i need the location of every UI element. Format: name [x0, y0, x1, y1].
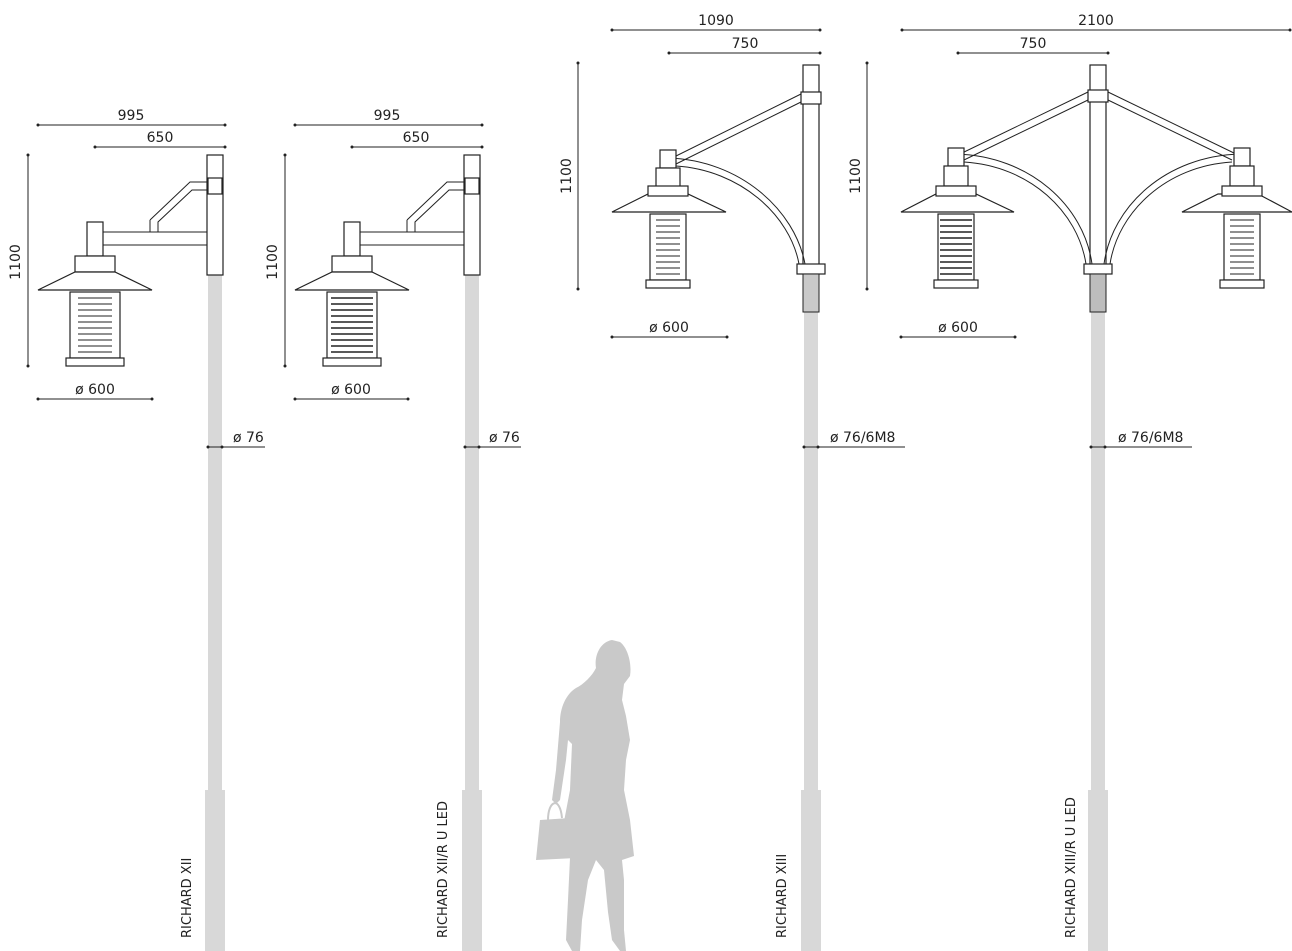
dimension-lines — [283, 123, 521, 449]
product-name: RICHARD XIII — [775, 854, 790, 938]
pole-diameter-label: ø 76/6M8 — [1118, 430, 1183, 446]
pole-diameter-label: ø 76 — [489, 430, 520, 446]
arm-reach-label: 650 — [147, 130, 174, 146]
lantern — [611, 149, 727, 289]
pole-diameter-label: ø 76/6M8 — [830, 430, 895, 446]
pole — [208, 275, 222, 951]
diameter-label: ø 600 — [331, 382, 371, 398]
diameter-label: ø 600 — [649, 320, 689, 336]
lantern — [294, 221, 410, 367]
product-richard-xii: 995 650 1100 ø 600 ø 76 RICHARD XII — [8, 108, 265, 951]
lantern — [37, 221, 153, 367]
pole-base — [1088, 790, 1108, 951]
lantern-right — [1181, 147, 1292, 289]
dimension-lines — [26, 123, 265, 449]
overall-width-label: 2100 — [1078, 13, 1114, 29]
pole — [465, 275, 479, 951]
product-name: RICHARD XIII/R U LED — [1064, 797, 1079, 938]
pole-diameter-label: ø 76 — [233, 430, 264, 446]
height-label: 1100 — [265, 244, 281, 280]
lamp-arm — [667, 93, 806, 265]
pole-head — [206, 154, 224, 276]
arm-reach-label: 650 — [403, 130, 430, 146]
overall-width-label: 995 — [374, 108, 401, 124]
product-name: RICHARD XII — [180, 858, 195, 938]
overall-width-label: 995 — [118, 108, 145, 124]
height-label: 1100 — [559, 158, 575, 194]
height-label: 1100 — [8, 244, 24, 280]
lamp-arm-left — [955, 91, 1093, 265]
pole-base — [205, 790, 225, 951]
arm-reach-label: 750 — [1020, 36, 1047, 52]
product-richard-xiii: 1090 750 1100 ø 600 ø 76/6M8 RICHARD XII… — [559, 13, 905, 951]
lamp-arm-right — [1103, 91, 1241, 265]
product-name: RICHARD XII/R U LED — [436, 801, 451, 938]
lamp-arm — [360, 181, 464, 246]
height-label: 1100 — [848, 158, 864, 194]
lantern-left — [900, 147, 1015, 289]
overall-width-label: 1090 — [698, 13, 734, 29]
dimension-lines — [576, 28, 905, 449]
diameter-label: ø 600 — [938, 320, 978, 336]
dimension-lines — [865, 28, 1292, 449]
product-richard-xiii-r-u-led: 2100 750 1100 ø 600 ø 76/6M8 RICHARD XII… — [848, 13, 1292, 951]
pole-base — [462, 790, 482, 951]
product-richard-xii-r-u-led: 995 650 1100 ø 600 ø 76 RICHARD XII/R U … — [265, 108, 521, 951]
pole-base — [801, 790, 821, 951]
pole-head — [463, 154, 481, 276]
arm-reach-label: 750 — [732, 36, 759, 52]
lamp-arm — [103, 181, 207, 246]
diameter-label: ø 600 — [75, 382, 115, 398]
person-silhouette — [536, 640, 634, 951]
